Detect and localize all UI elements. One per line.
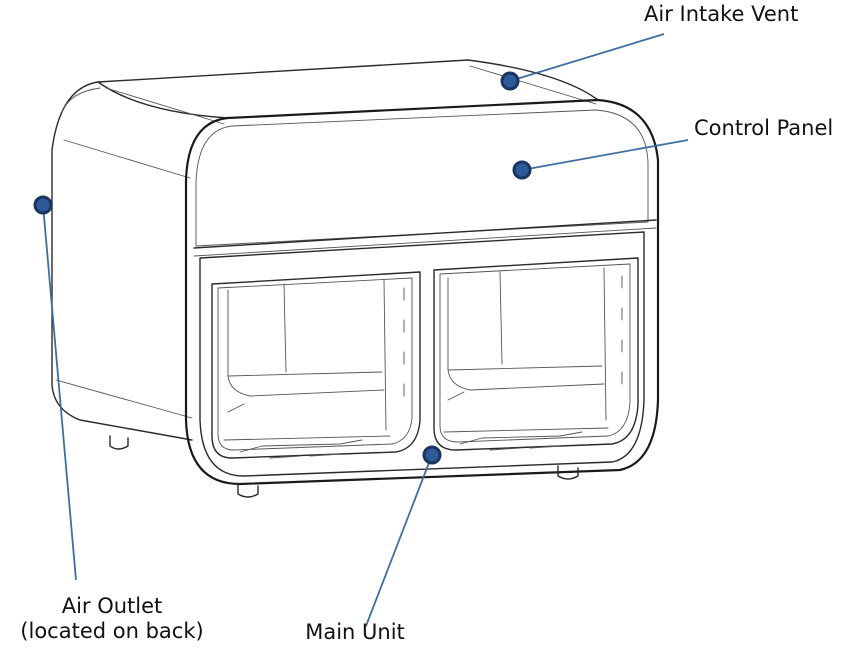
feet — [109, 435, 579, 498]
front-face-outline — [184, 98, 660, 486]
label-air-outlet-line-1: Air Outlet — [61, 594, 163, 618]
left-basket-opening — [211, 271, 421, 459]
main-unit-marker — [422, 445, 442, 465]
right-basket-opening — [433, 257, 639, 451]
control-panel-marker — [512, 160, 532, 180]
top-surface — [97, 59, 599, 119]
control-panel-leader-line — [521, 139, 689, 171]
air-outlet-marker — [33, 195, 53, 215]
label-air-outlet: Air Outlet (located on back) — [0, 594, 224, 644]
left-side-outline — [51, 81, 193, 441]
label-control-panel-line-1: Control Panel — [694, 116, 834, 140]
air-outlet-leader-line — [42, 204, 77, 581]
control-panel-face — [195, 109, 649, 247]
label-air-intake-vent: Air Intake Vent — [644, 2, 798, 27]
main-unit-leader-line — [365, 454, 433, 627]
callout-leaders — [33, 33, 689, 627]
label-control-panel: Control Panel — [694, 116, 833, 141]
label-air-intake-vent-line-1: Air Intake Vent — [644, 2, 799, 26]
label-main-unit: Main Unit — [296, 620, 414, 645]
air-intake-vent-leader-line — [509, 33, 665, 82]
front-frame-inner — [199, 231, 645, 477]
label-air-outlet-line-2: (located on back) — [20, 619, 204, 644]
air-intake-vent-marker — [500, 71, 520, 91]
main-unit-body — [51, 59, 660, 498]
label-main-unit-line-1: Main Unit — [305, 620, 405, 644]
